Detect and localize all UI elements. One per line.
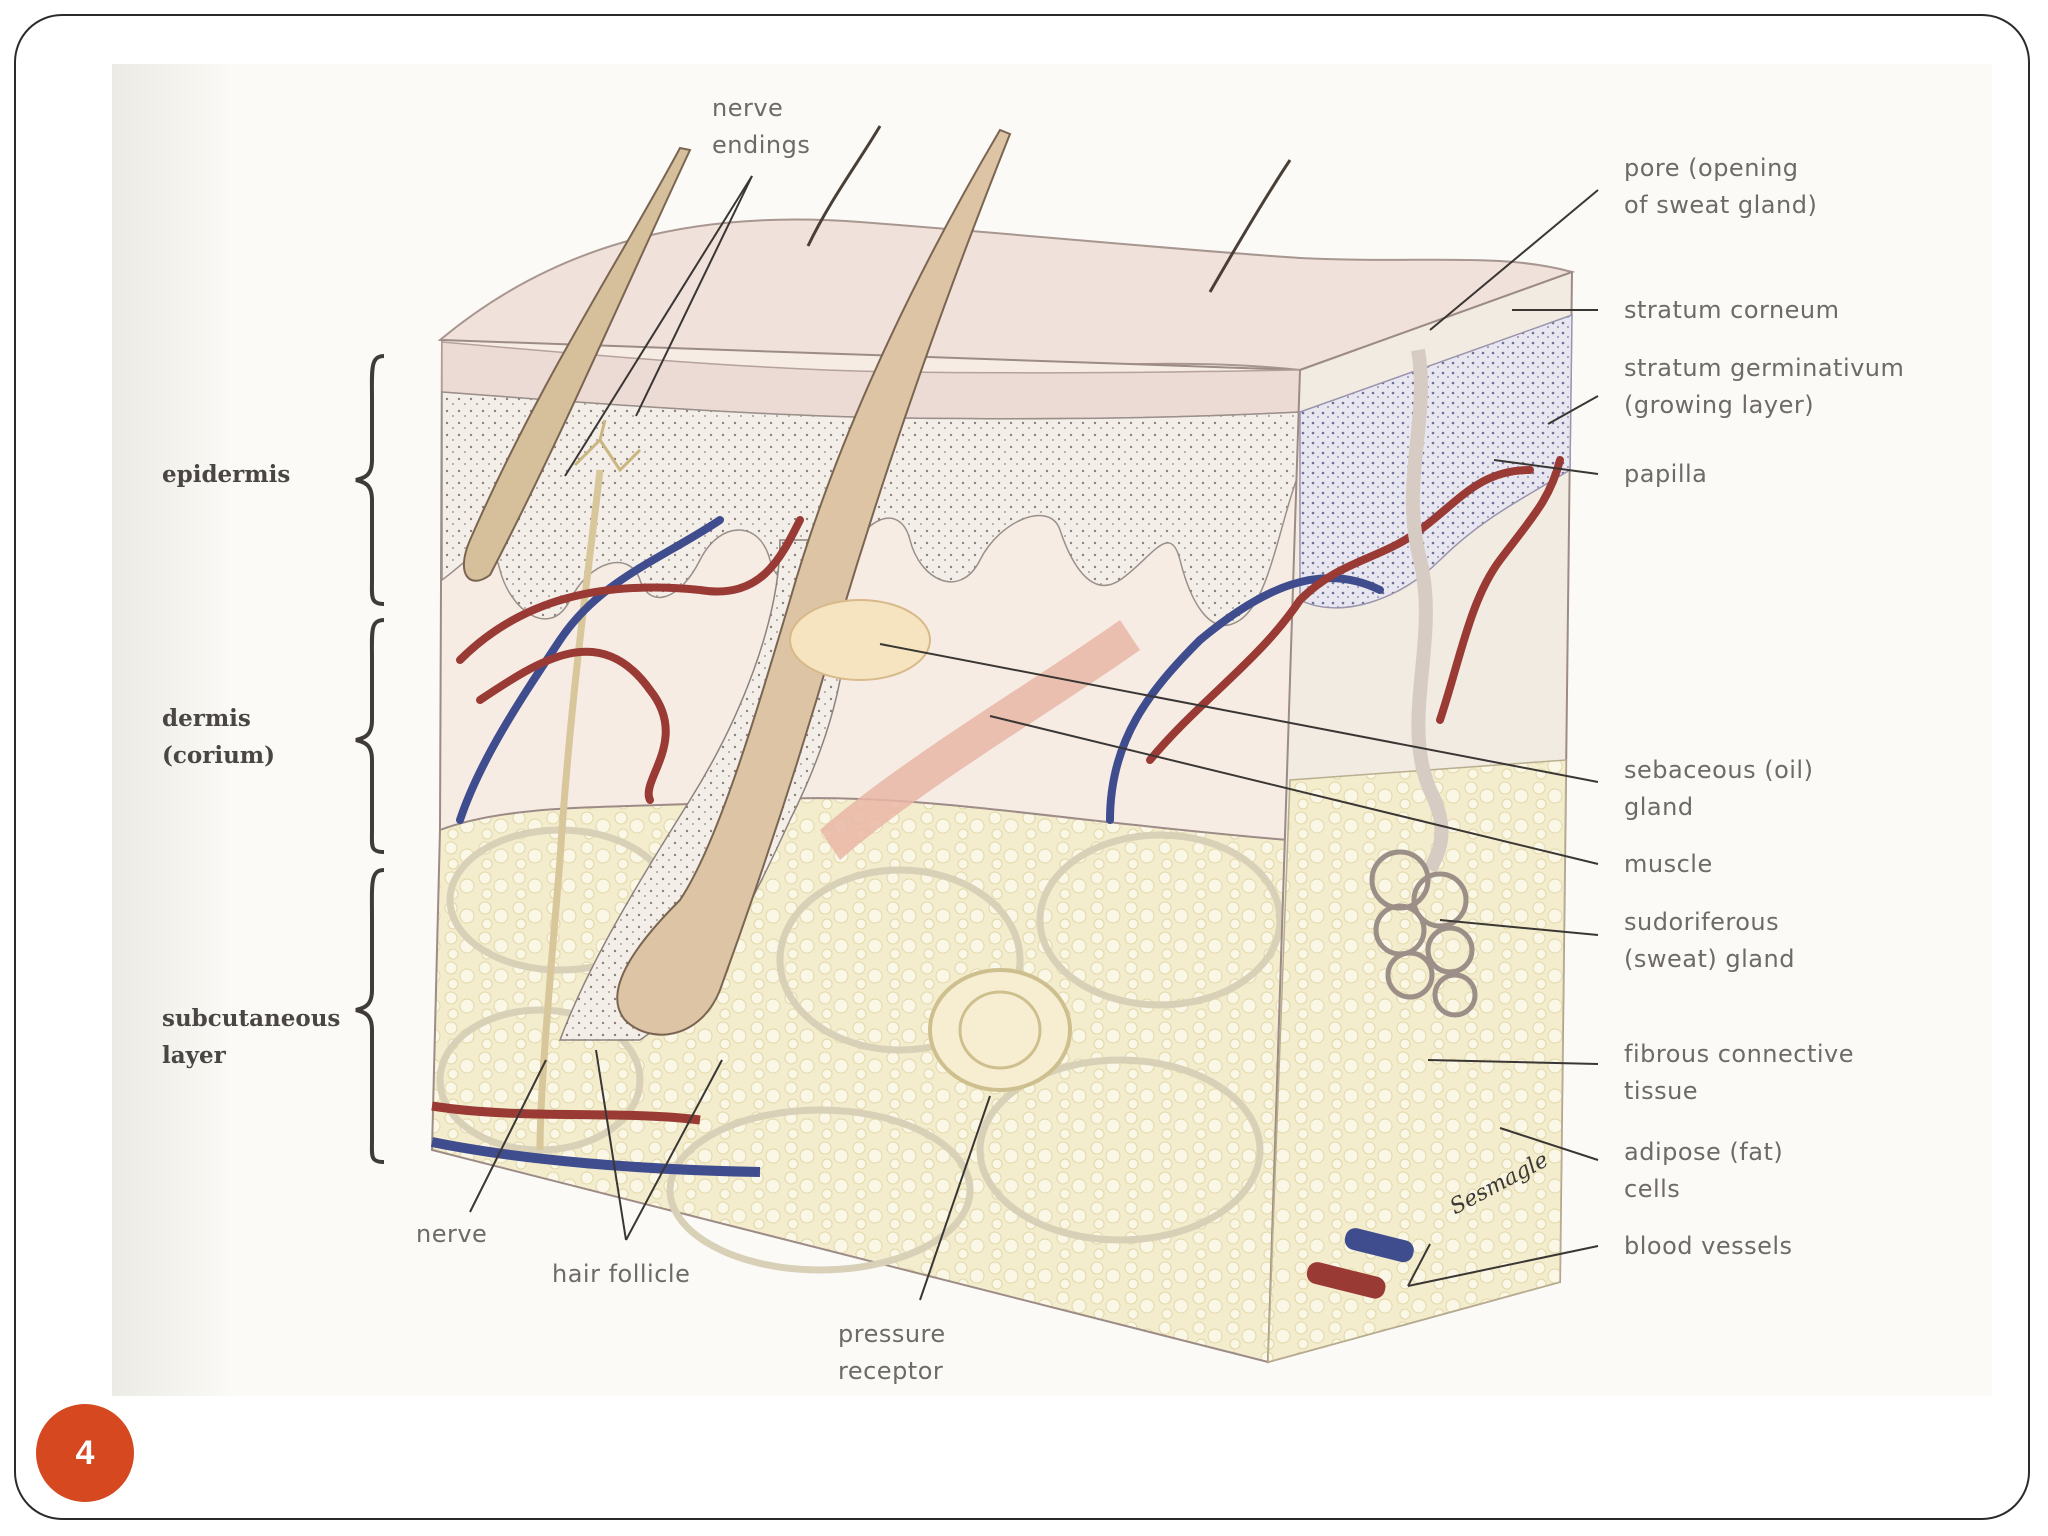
pressure-receptor-inner bbox=[958, 990, 1042, 1070]
leader-lines bbox=[469, 175, 1599, 1301]
muscle-label: muscle bbox=[1624, 850, 1713, 878]
sebaceous-gland-label: sebaceous (oil) gland bbox=[1624, 756, 1814, 821]
stratum-corneum-label: stratum corneum bbox=[1624, 296, 1840, 324]
side-stratum-germinativum bbox=[1299, 313, 1573, 609]
layer-braces bbox=[355, 354, 385, 1164]
cut-vein-end bbox=[1344, 1228, 1414, 1263]
sudoriferous-gland-label: sudoriferous (sweat) gland bbox=[1624, 908, 1795, 973]
nerve bbox=[536, 469, 604, 1151]
muscle bbox=[820, 620, 1140, 860]
fibrous-tissue-label: fibrous connective tissue bbox=[1624, 1040, 1855, 1105]
surface-hair-1 bbox=[806, 125, 882, 247]
adipose-cells-label: adipose (fat) cells bbox=[1624, 1138, 1784, 1203]
pore-label: pore (opening of sweat gland) bbox=[1624, 154, 1818, 219]
hair-shaft bbox=[616, 128, 1012, 1036]
nerve-label: nerve bbox=[416, 1220, 488, 1248]
sweat-gland-duct bbox=[1405, 348, 1449, 874]
pressure-receptor-label: pressure receptor bbox=[838, 1320, 946, 1385]
hair-shaft-left bbox=[462, 146, 692, 582]
blood-vessels-label: blood vessels bbox=[1624, 1232, 1793, 1260]
fat-lobules bbox=[436, 826, 1284, 1274]
sebaceous-gland bbox=[789, 599, 931, 681]
subcutaneous-label: subcutaneous layer bbox=[162, 1005, 341, 1069]
page-number-badge: 4 bbox=[36, 1404, 134, 1502]
cut-artery-end bbox=[1306, 1262, 1386, 1299]
hair-follicle-label: hair follicle bbox=[552, 1260, 691, 1288]
dermis-blood-vessels bbox=[456, 456, 1564, 824]
sweat-gland-coil bbox=[1369, 849, 1478, 1018]
side-fat-region bbox=[1267, 759, 1567, 1363]
surface-hair-2 bbox=[1208, 159, 1292, 293]
epidermis-label: epidermis bbox=[162, 461, 291, 488]
papilla-label: papilla bbox=[1624, 460, 1708, 488]
page-gutter-shading bbox=[112, 64, 232, 1396]
base-artery bbox=[431, 1101, 701, 1125]
nerve-endings-label: nerve endings bbox=[712, 94, 811, 159]
base-vein bbox=[430, 1137, 761, 1177]
nerve-endings-branches bbox=[573, 419, 642, 473]
pressure-receptor bbox=[928, 968, 1072, 1092]
stratum-germinativum-label: stratum germinativum (growing layer) bbox=[1624, 354, 1905, 419]
dermis-label: dermis (corium) bbox=[162, 705, 276, 769]
